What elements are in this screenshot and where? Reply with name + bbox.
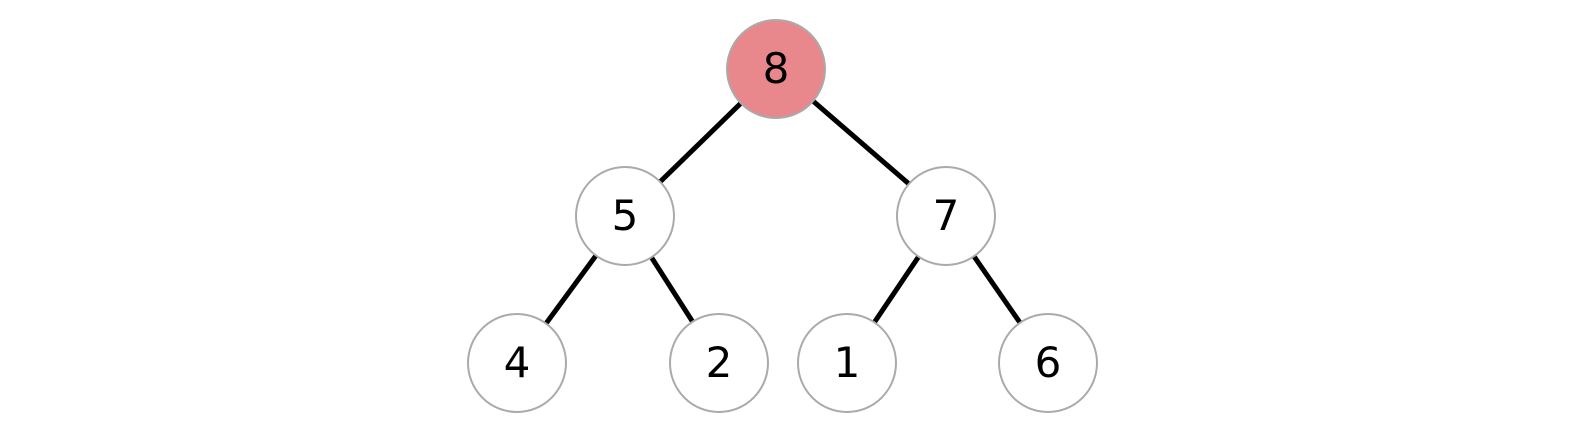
tree-node-label: 5 <box>611 191 639 240</box>
tree-node-6[interactable]: 6 <box>998 313 1098 413</box>
tree-node-8[interactable]: 8 <box>726 19 826 119</box>
tree-node-7[interactable]: 7 <box>896 166 996 266</box>
tree-node-1[interactable]: 1 <box>797 313 897 413</box>
tree-node-label: 8 <box>762 44 790 93</box>
tree-node-2[interactable]: 2 <box>669 313 769 413</box>
tree-node-label: 1 <box>833 338 861 387</box>
tree-node-label: 7 <box>932 191 960 240</box>
tree-node-5[interactable]: 5 <box>575 166 675 266</box>
tree-node-label: 2 <box>705 338 733 387</box>
tree-node-label: 6 <box>1034 338 1062 387</box>
tree-node-label: 4 <box>503 338 531 387</box>
tree-node-4[interactable]: 4 <box>467 313 567 413</box>
